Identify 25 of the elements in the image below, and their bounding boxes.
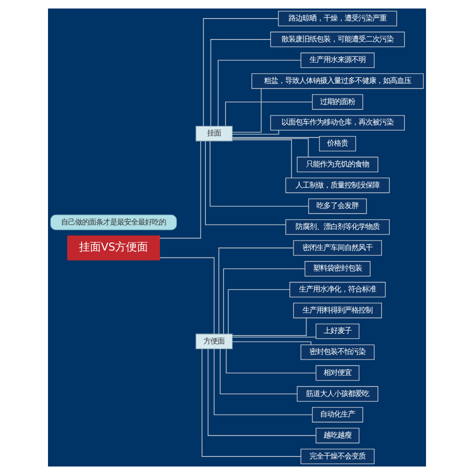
connector: [231, 341, 311, 345]
connector: [227, 289, 290, 334]
connector: [225, 348, 316, 374]
connector: [207, 348, 316, 436]
connector: [231, 336, 316, 338]
connector: [219, 348, 298, 394]
connector: [232, 139, 292, 178]
node-box: 挂面VS方便面: [66, 235, 160, 260]
connector: [224, 102, 312, 126]
connector: [201, 348, 301, 457]
connector: [204, 140, 286, 226]
connector: [231, 137, 320, 138]
connector: [209, 140, 309, 207]
connector: [202, 18, 278, 126]
connector: [232, 88, 262, 133]
connector: [210, 39, 270, 126]
connector: [158, 140, 201, 239]
connector: [217, 60, 301, 126]
connector: [158, 257, 214, 334]
connector: [232, 138, 308, 158]
connector: [213, 348, 312, 416]
connector: [222, 268, 305, 334]
connector: [232, 130, 279, 135]
connector: [231, 318, 306, 336]
connector: [218, 248, 294, 334]
